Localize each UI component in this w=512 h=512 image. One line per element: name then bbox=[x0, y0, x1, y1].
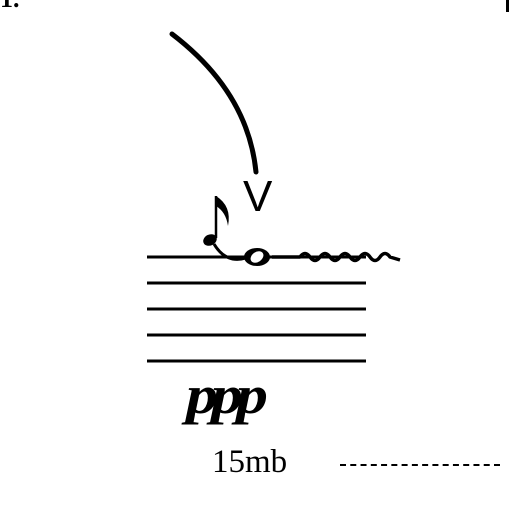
trill-wavy-line-icon bbox=[272, 251, 401, 263]
barline bbox=[506, 0, 509, 12]
whole-note-icon bbox=[244, 248, 270, 266]
extension-dash-line bbox=[340, 464, 500, 466]
up-bow-mark: V bbox=[243, 172, 273, 221]
dynamic-marking: ppp bbox=[186, 364, 268, 425]
slur-arc-icon bbox=[169, 31, 259, 175]
technique-label: 15mb bbox=[212, 444, 288, 480]
eighth-grace-note-icon bbox=[203, 196, 247, 261]
measure-number: 1. bbox=[0, 0, 20, 12]
staff bbox=[147, 255, 366, 363]
